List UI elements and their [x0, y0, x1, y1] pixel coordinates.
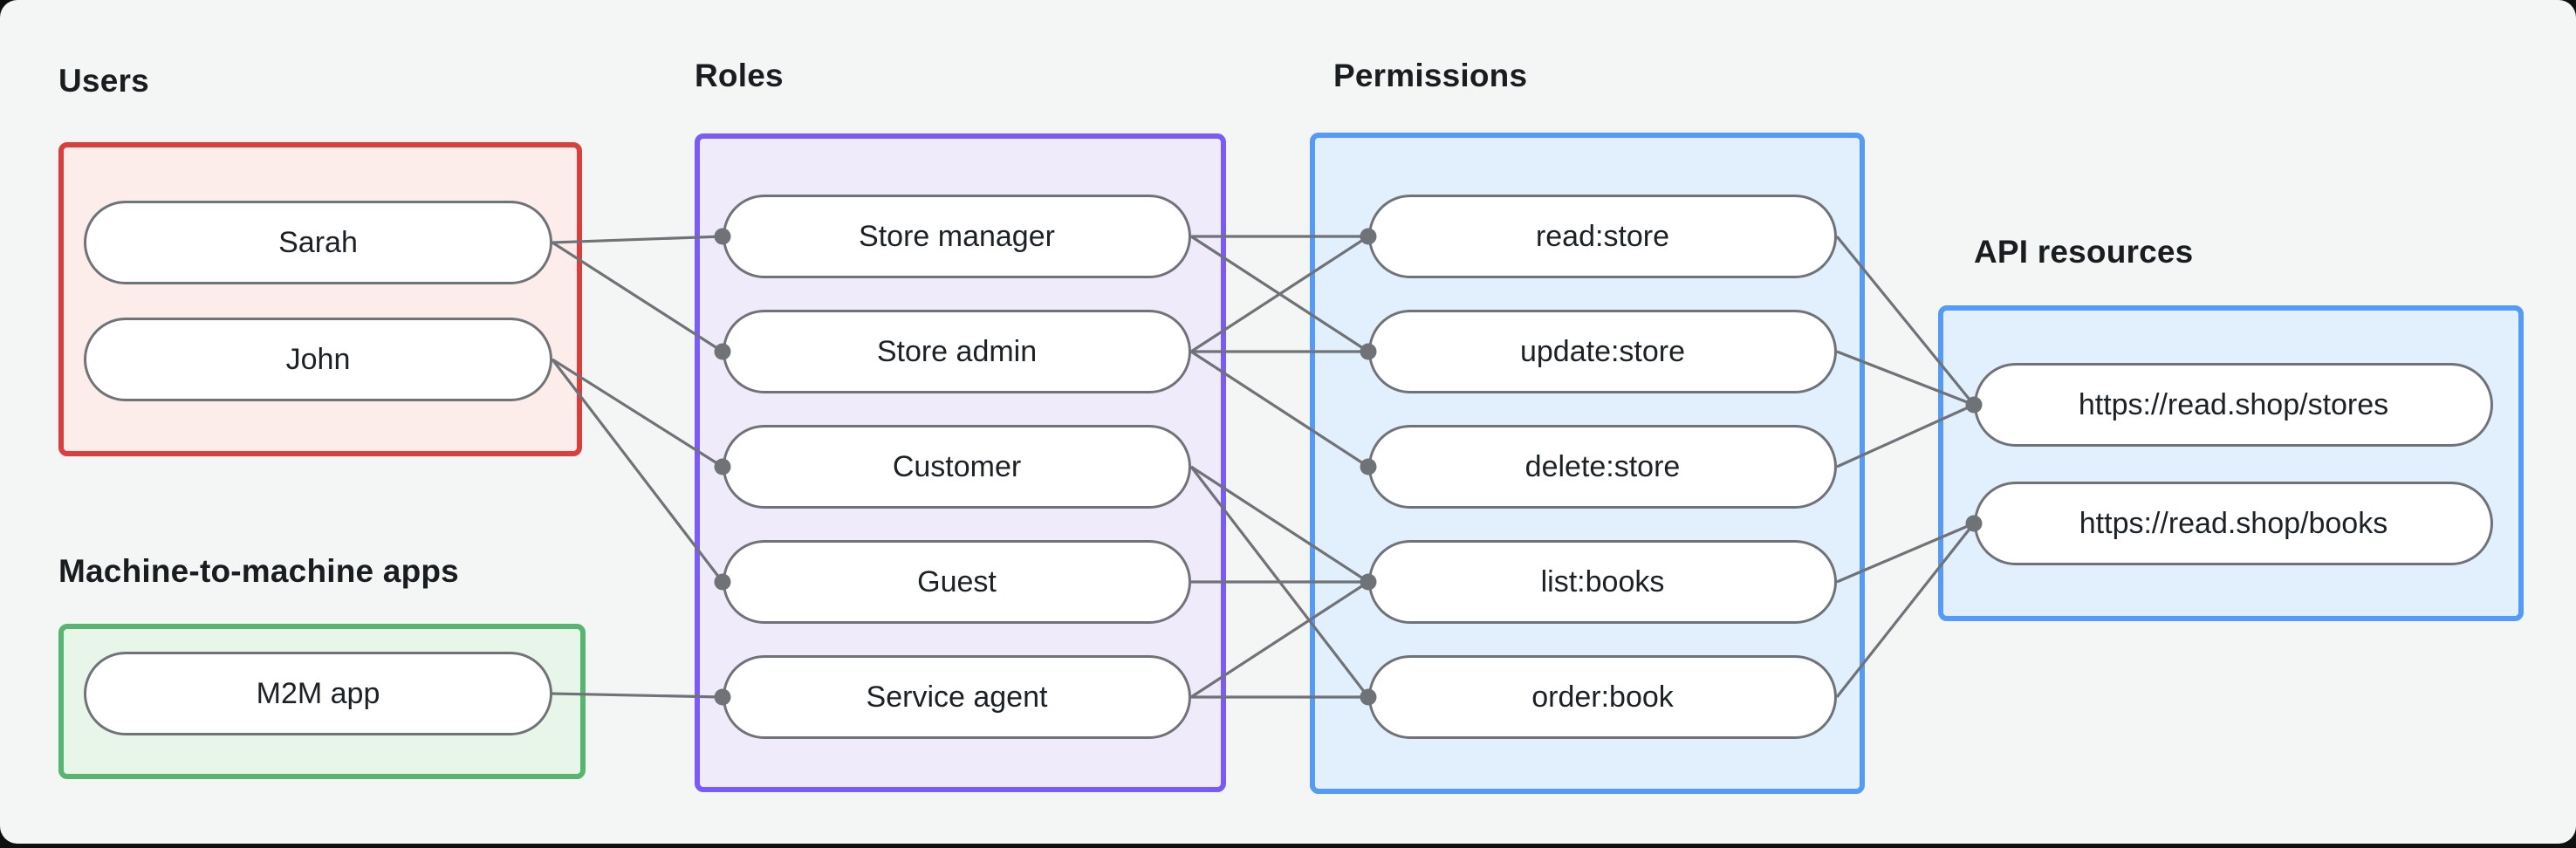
node-store-manager: Store manager	[723, 195, 1191, 278]
node-delete-store: delete:store	[1368, 425, 1837, 509]
node-list-books: list:books	[1368, 540, 1837, 624]
group-box-api-resources	[1938, 305, 2524, 621]
node-customer: Customer	[723, 425, 1191, 509]
group-label-api-resources: API resources	[1974, 234, 2194, 270]
group-label-users: Users	[58, 63, 149, 99]
node-update-store: update:store	[1368, 310, 1837, 393]
group-label-roles: Roles	[695, 58, 784, 93]
node-john: John	[84, 318, 552, 401]
group-box-users	[58, 142, 582, 456]
node-order-book: order:book	[1368, 655, 1837, 739]
node-m2m-app: M2M app	[84, 652, 552, 735]
node-guest: Guest	[723, 540, 1191, 624]
node-store-admin: Store admin	[723, 310, 1191, 393]
node-service-agent: Service agent	[723, 655, 1191, 739]
node-read-store: read:store	[1368, 195, 1837, 278]
group-label-m2m-apps: Machine-to-machine apps	[58, 553, 459, 589]
group-label-permissions: Permissions	[1333, 58, 1528, 93]
node-stores-api: https://read.shop/stores	[1974, 363, 2493, 447]
node-books-api: https://read.shop/books	[1974, 482, 2493, 565]
node-sarah: Sarah	[84, 201, 552, 284]
